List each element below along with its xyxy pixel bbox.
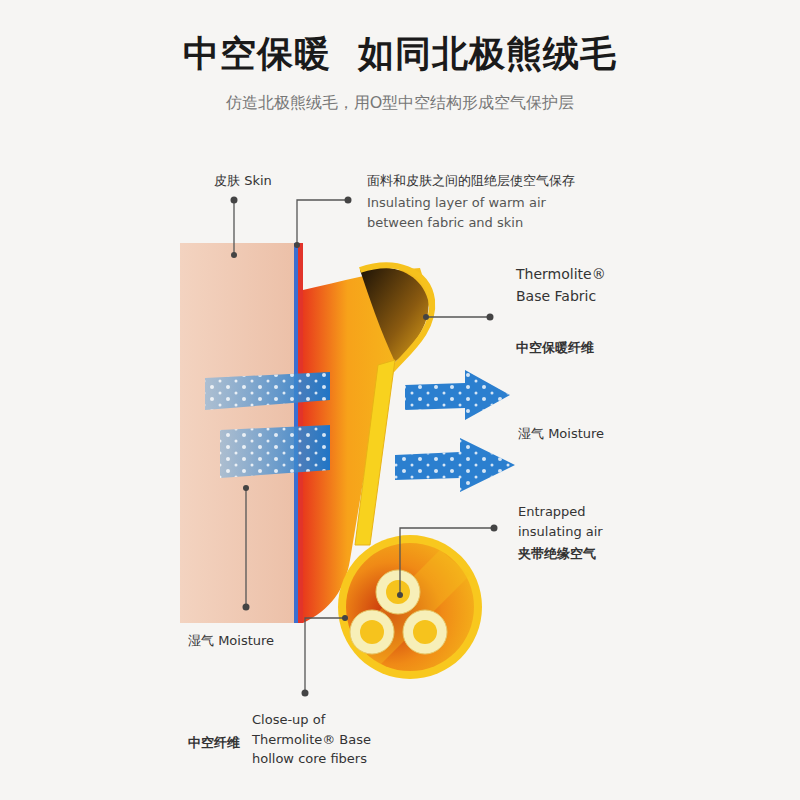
callout-label: Thermolite® Base Fabric bbox=[516, 263, 606, 308]
callout-label: Close-up of Thermolite® Base hollow core… bbox=[252, 710, 392, 769]
fiber-closeup bbox=[338, 535, 482, 679]
fabric-curl bbox=[360, 267, 428, 362]
callout-label: 中空纤维 bbox=[188, 733, 258, 753]
caption: 仿造北极熊绒毛，用O型中空结构形成空气保护层 bbox=[0, 93, 800, 114]
callout-label: Insulating layer of warm air between fab… bbox=[367, 193, 567, 232]
title: 中空保暖 如同北极熊绒毛 bbox=[0, 30, 800, 79]
callout-label: 湿气 Moisture bbox=[188, 631, 308, 651]
moisture-arrow bbox=[395, 370, 515, 492]
callout-label: 夹带绝缘空气 bbox=[518, 544, 638, 564]
leader-dot bbox=[231, 197, 498, 697]
callout-label: 面料和皮肤之间的阻绝层使空气保存 bbox=[367, 171, 607, 191]
moisture-arrow bbox=[205, 372, 330, 478]
leader-line bbox=[234, 200, 494, 693]
callout-label: Entrapped insulating air bbox=[518, 502, 618, 541]
callout-label: 中空保暖纤维 bbox=[516, 338, 636, 358]
fabric-edge bbox=[360, 265, 432, 370]
fabric-strip bbox=[355, 360, 395, 545]
callout-label: 湿气 Moisture bbox=[518, 424, 638, 444]
callout-label: 皮肤 Skin bbox=[214, 171, 304, 191]
